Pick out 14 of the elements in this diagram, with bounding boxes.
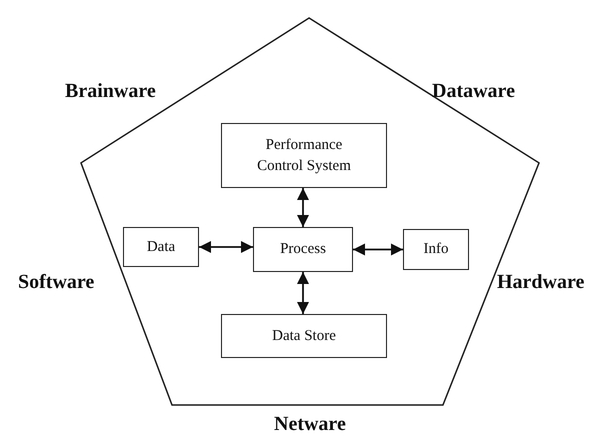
category-label: Hardware <box>497 271 584 293</box>
double-arrow <box>199 241 253 253</box>
category-label: Netware <box>274 413 346 435</box>
double-arrow <box>297 188 309 227</box>
category-label: Dataware <box>432 80 515 102</box>
process-box: Info <box>403 229 469 270</box>
process-box: Data Store <box>221 314 387 358</box>
process-box: Data <box>123 227 199 267</box>
double-arrow <box>353 244 403 256</box>
process-box: Process <box>253 227 353 272</box>
double-arrow <box>297 272 309 314</box>
process-box: Performance Control System <box>221 123 387 188</box>
category-label: Brainware <box>65 80 156 102</box>
category-label: Software <box>18 271 94 293</box>
